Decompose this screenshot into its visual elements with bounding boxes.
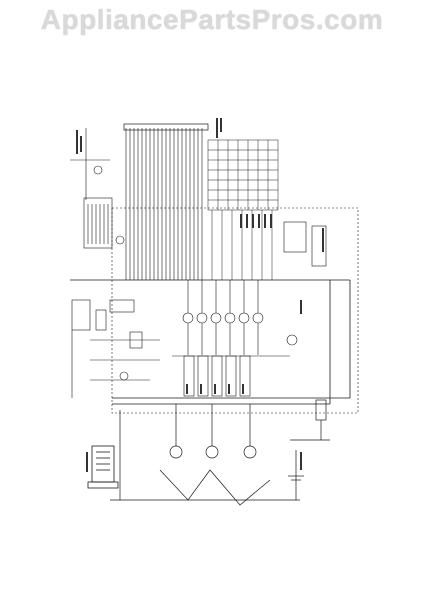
label-marks [76, 118, 324, 472]
relay-coils [172, 355, 290, 397]
control-board-outline [111, 207, 359, 414]
load-devices [110, 404, 300, 506]
site-watermark: AppliancePartsPros.com [40, 4, 384, 35]
display-bus-lines [125, 128, 203, 280]
keypad-matrix [207, 139, 279, 211]
sensor-block [311, 225, 327, 267]
relay-drivers [182, 280, 298, 355]
power-cord [87, 445, 119, 489]
power-supply [71, 299, 160, 398]
buzzer-block [283, 221, 307, 253]
fuse-and-ground [288, 399, 330, 500]
display-connector [123, 123, 209, 131]
temp-sensor-circuit [70, 128, 125, 249]
keypad-lines [211, 210, 273, 280]
